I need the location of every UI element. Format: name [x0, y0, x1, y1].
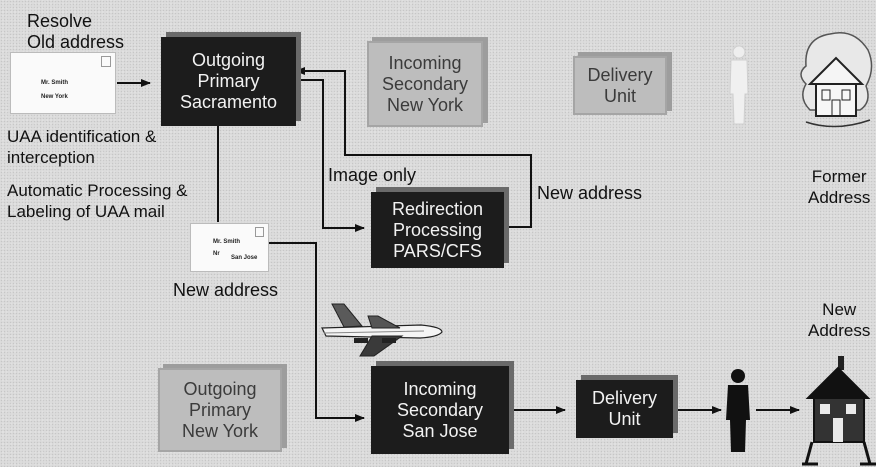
former-address-label: Former Address	[808, 167, 871, 207]
new-address-right-label: New address	[537, 183, 643, 203]
stamp-icon	[255, 227, 264, 237]
faded-carrier-icon	[729, 45, 749, 125]
resolve-label: Resolve Old address	[27, 11, 125, 52]
outgoing-primary-sacramento-box: Outgoing Primary Sacramento	[161, 37, 296, 126]
image-only-label: Image only	[328, 165, 417, 185]
new-address-left-label: New address	[173, 280, 279, 300]
former-house-icon	[800, 32, 873, 128]
new-address-letter: Mr. Smith Nr San Jose	[190, 223, 269, 272]
delivery-unit-top-box: Delivery Unit	[573, 56, 667, 115]
automatic-processing-label: Automatic Processing & Labeling of UAA m…	[7, 181, 188, 221]
airplane-icon	[321, 303, 443, 357]
new-house-icon	[802, 356, 876, 466]
outgoing-primary-newyork-box: Outgoing Primary New York	[158, 368, 282, 452]
arrow-to-redirection	[296, 79, 365, 232]
incoming-secondary-newyork-box: Incoming Secondary New York	[367, 41, 483, 127]
old-address-letter: Mr. Smith New York	[10, 52, 116, 114]
uaa-identification-label: UAA identification & interception	[7, 127, 157, 167]
new-address-dest-label: New Address	[808, 300, 871, 340]
arrow-redirection-back	[295, 67, 532, 228]
incoming-secondary-sanjose-box: Incoming Secondary San Jose	[371, 366, 509, 454]
mail-carrier-icon	[726, 369, 750, 452]
delivery-unit-bottom-box: Delivery Unit	[576, 380, 673, 438]
redirection-processing-box: Redirection Processing PARS/CFS	[371, 192, 504, 268]
arrow-to-incoming-sanjose	[268, 242, 365, 422]
stamp-icon	[101, 56, 111, 67]
